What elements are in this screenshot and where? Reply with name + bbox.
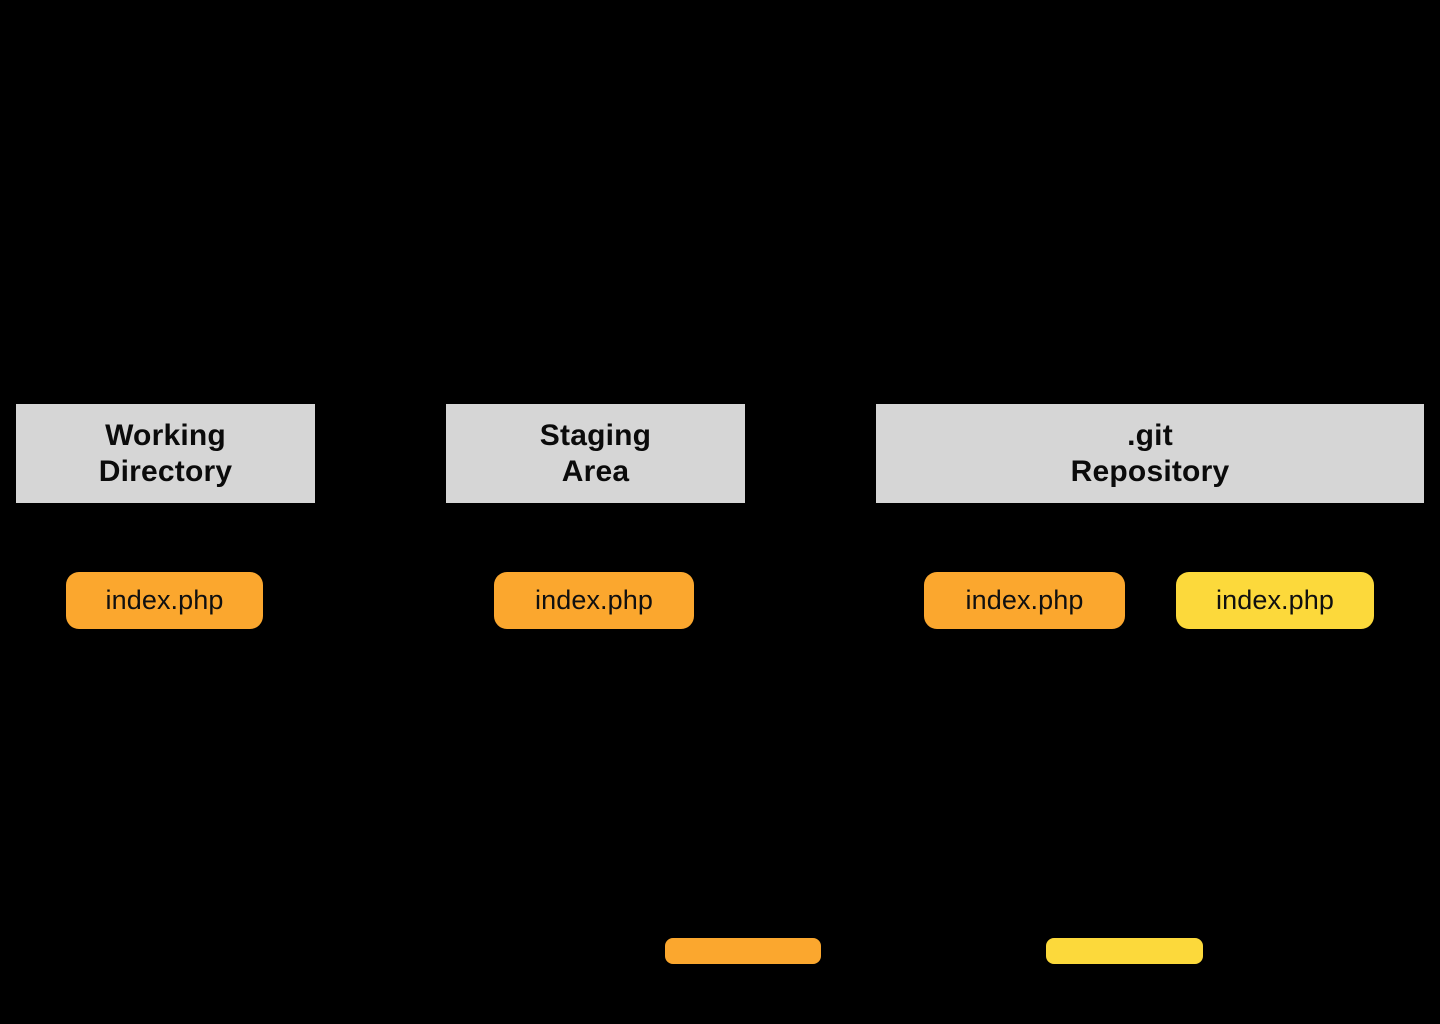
area-header-git-repository: .git Repository (876, 404, 1424, 503)
file-pill-repository-index-php-yellow: index.php (1176, 572, 1374, 629)
area-header-line-1: .git (1127, 419, 1173, 453)
legend-swatch-yellow (1046, 938, 1203, 964)
area-header-working-directory: Working Directory (16, 404, 315, 503)
file-pill-repository-index-php-orange: index.php (924, 572, 1125, 629)
area-header-line-2: Directory (98, 454, 233, 488)
legend-swatch-orange (665, 938, 821, 964)
file-pill-staging-index-php: index.php (494, 572, 694, 629)
area-header-line-1: Working (105, 419, 226, 453)
area-header-line-2: Repository (1070, 454, 1230, 488)
area-header-line-1: Staging (539, 419, 652, 453)
area-header-line-2: Area (561, 454, 630, 488)
file-pill-working-index-php: index.php (66, 572, 263, 629)
area-header-staging-area: Staging Area (446, 404, 745, 503)
